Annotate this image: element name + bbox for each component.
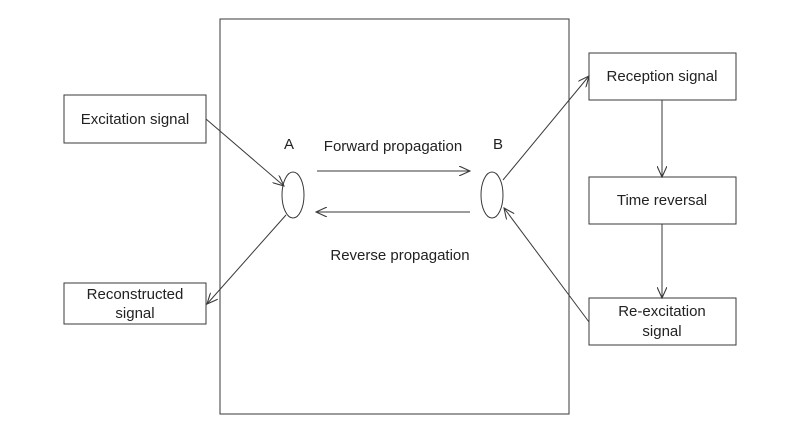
reception-signal-label: Reception signal (607, 68, 718, 85)
reconstructed-signal-box (63, 282, 207, 325)
reverse-propagation-label: Reverse propagation (330, 247, 469, 264)
re-excitation-signal-label-1: Re-excitation (618, 303, 706, 320)
excitation-signal-label: Excitation signal (81, 111, 189, 128)
point-a-label: A (284, 136, 294, 153)
reception-signal-box (588, 52, 737, 101)
re-excitation-signal-box (588, 297, 737, 346)
reconstructed-signal-label-1: Reconstructed (87, 286, 184, 303)
excitation-signal-box (63, 94, 207, 144)
time-reversal-label: Time reversal (617, 192, 707, 209)
excitation-to-a-arrow (205, 118, 284, 186)
transducer-b (480, 171, 504, 219)
a-to-reconstructed-arrow (207, 214, 287, 304)
time-reversal-box (588, 176, 737, 225)
forward-propagation-label: Forward propagation (324, 138, 462, 155)
re-excitation-signal-label-2: signal (642, 323, 681, 340)
transducer-a (281, 171, 305, 219)
b-to-reception-arrow (502, 76, 589, 181)
medium-box (219, 18, 570, 415)
reconstructed-signal-label-2: signal (115, 305, 154, 322)
re-excitation-to-b-arrow (504, 208, 590, 323)
point-b-label: B (493, 136, 503, 153)
